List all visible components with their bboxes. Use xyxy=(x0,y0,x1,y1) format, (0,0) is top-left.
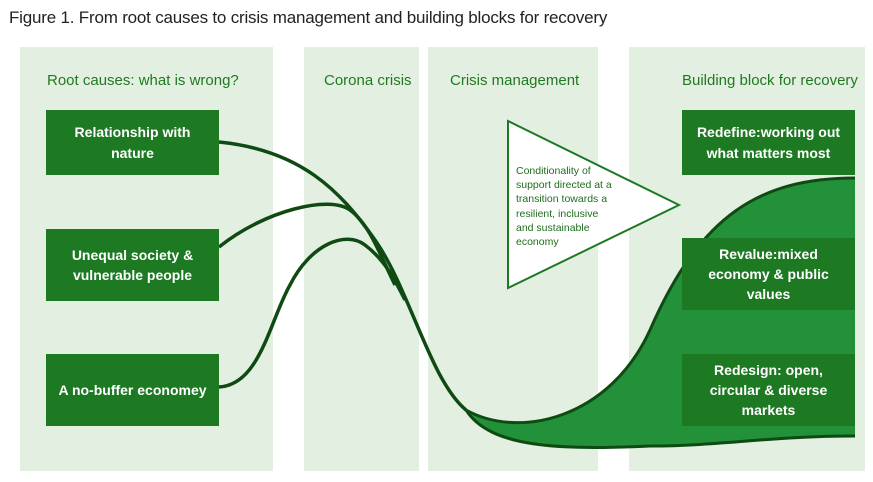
building-block-redefine-label: Redefine:working out what matters most xyxy=(696,124,841,161)
header-crisis-management: Crisis management xyxy=(450,72,580,89)
building-block-redesign: Redesign: open, circular & diverse marke… xyxy=(682,354,855,426)
building-block-revalue-label: Revalue:mixed economy & public values xyxy=(708,245,829,303)
column-corona-crisis xyxy=(304,47,419,471)
recovery-upper-curve xyxy=(465,176,856,425)
recovery-lower-curve xyxy=(464,409,856,449)
building-block-revalue: Revalue:mixed economy & public values xyxy=(682,238,855,310)
header-root-causes: Root causes: what is wrong? xyxy=(47,72,239,89)
root-cause-nature-label: Relationship with nature xyxy=(74,124,191,161)
header-building-blocks: Building block for recovery xyxy=(682,72,858,89)
crisis-management-triangle xyxy=(507,119,682,290)
root-cause-inequality-label: Unequal society & vulnerable people xyxy=(71,246,194,283)
inequality-curve xyxy=(217,202,397,286)
root-cause-nature: Relationship with nature xyxy=(46,110,219,175)
economy-curve xyxy=(218,237,407,389)
nature-curve xyxy=(218,140,468,412)
root-cause-inequality: Unequal society & vulnerable people xyxy=(46,229,219,301)
header-corona-crisis: Corona crisis xyxy=(324,72,412,89)
building-block-redefine: Redefine:working out what matters most xyxy=(682,110,855,175)
crisis-management-note: Conditionality of support directed at a … xyxy=(516,165,612,248)
root-cause-economy: A no-buffer economey xyxy=(46,354,219,426)
figure-title: Figure 1. From root causes to crisis man… xyxy=(9,8,608,27)
root-cause-economy-label: A no-buffer economey xyxy=(58,381,207,398)
building-block-redesign-label: Redesign: open, circular & diverse marke… xyxy=(709,361,828,419)
